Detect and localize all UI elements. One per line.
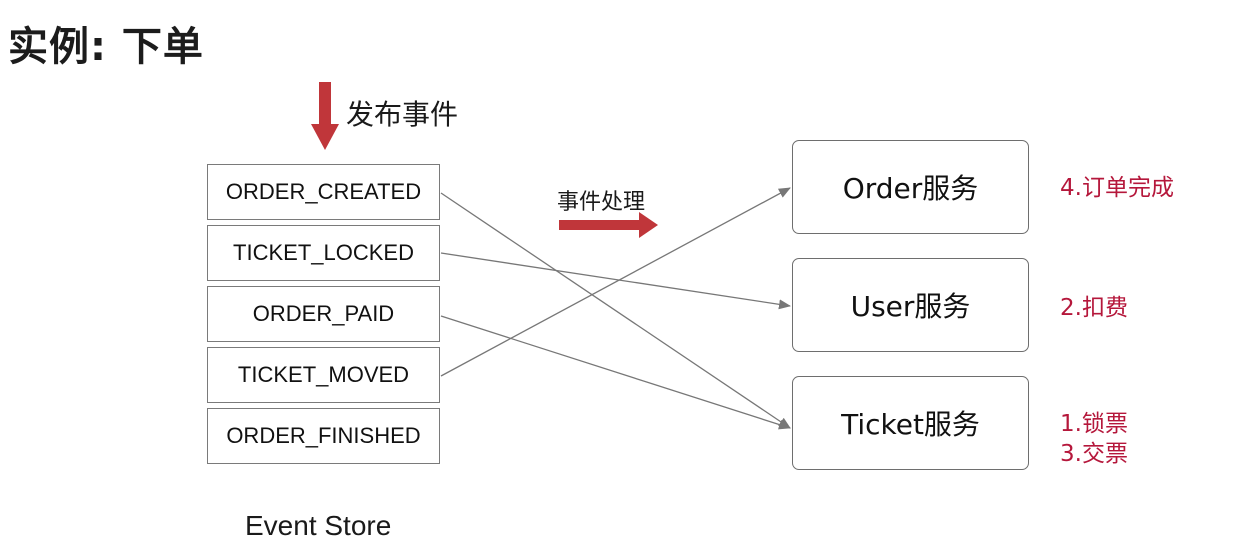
event-order-finished[interactable]: ORDER_FINISHED	[207, 408, 440, 464]
connector-order-created-ticket	[440, 192, 791, 429]
event-handling-label: 事件处理	[557, 190, 646, 215]
user-service-note: 2.扣费	[1060, 295, 1128, 321]
page-title: 实例: 下单	[8, 24, 204, 70]
event-order-created[interactable]: ORDER_CREATED	[207, 164, 440, 220]
service-ticket[interactable]: Ticket服务	[792, 376, 1029, 470]
event-order-paid[interactable]: ORDER_PAID	[207, 286, 440, 342]
event-ticket-locked[interactable]: TICKET_LOCKED	[207, 225, 440, 281]
order-service-note: 4.订单完成	[1060, 175, 1174, 201]
connector-ticket-locked-user	[440, 252, 791, 310]
service-user[interactable]: User服务	[792, 258, 1029, 352]
connector-ticket-moved-order	[440, 187, 791, 377]
service-order[interactable]: Order服务	[792, 140, 1029, 234]
publish-events-label: 发布事件	[346, 98, 459, 131]
connector-order-paid-ticket	[440, 315, 791, 430]
event-ticket-moved[interactable]: TICKET_MOVED	[207, 347, 440, 403]
ticket-service-note-2: 3.交票	[1060, 441, 1128, 467]
ticket-service-note-1: 1.锁票	[1060, 411, 1128, 437]
handle-arrow-icon	[559, 212, 658, 238]
event-store-label: Event Store	[245, 510, 392, 541]
publish-arrow-icon	[311, 82, 339, 150]
